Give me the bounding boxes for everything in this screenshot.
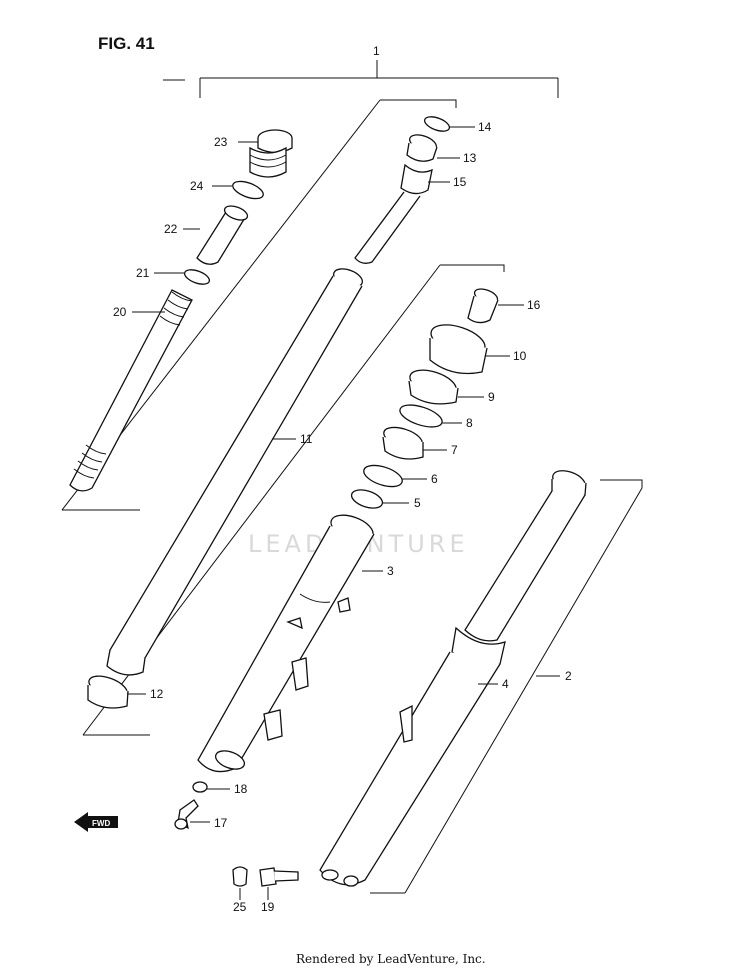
label-19: 19	[261, 900, 275, 914]
part-labels: 1 2 3 4 5 6 7 8 9 10 11 12 13 14 15 16 1…	[113, 44, 572, 914]
label-14: 14	[478, 120, 492, 134]
label-23: 23	[214, 135, 228, 149]
label-8: 8	[466, 416, 473, 430]
label-20: 20	[113, 305, 127, 319]
label-15: 15	[453, 175, 467, 189]
washer-21	[183, 269, 211, 285]
assembly-bracket	[163, 60, 559, 98]
cap-16	[467, 288, 499, 324]
label-3: 3	[387, 564, 394, 578]
oil-seal-9	[408, 369, 459, 405]
allen-bolt-19	[259, 867, 299, 887]
label-2: 2	[565, 669, 572, 683]
bolt-17	[174, 799, 199, 830]
figure-title: FIG. 41	[98, 34, 155, 53]
footer-credit: Rendered by LeadVenture, Inc.	[296, 952, 486, 966]
ring-5	[350, 489, 384, 509]
bushing-7	[382, 426, 424, 460]
damper-rod-15	[354, 163, 433, 264]
seal-13	[406, 134, 438, 162]
spacer-tube-22	[196, 205, 249, 265]
outer-tube-4	[319, 470, 587, 887]
o-ring-24	[232, 180, 264, 200]
label-22: 22	[164, 222, 178, 236]
label-16: 16	[527, 298, 541, 312]
fwd-label: FWD	[92, 819, 110, 828]
label-10: 10	[513, 349, 527, 363]
fork-spring-20	[69, 289, 193, 492]
outer-tube-3	[197, 514, 375, 773]
label-17: 17	[214, 816, 228, 830]
label-21: 21	[136, 266, 150, 280]
label-24: 24	[190, 179, 204, 193]
retainer-8	[399, 404, 443, 428]
label-9: 9	[488, 390, 495, 404]
label-13: 13	[463, 151, 477, 165]
forward-direction-icon: FWD	[74, 812, 118, 832]
label-18: 18	[234, 782, 248, 796]
washer-18	[192, 781, 208, 793]
ring-14	[423, 116, 451, 132]
cap-bolt-23	[249, 129, 293, 178]
bushing-12	[87, 675, 129, 709]
label-6: 6	[431, 472, 438, 486]
washer-6	[363, 464, 403, 488]
label-12: 12	[150, 687, 164, 701]
group-outline-right	[370, 479, 643, 894]
label-5: 5	[414, 496, 421, 510]
label-7: 7	[451, 443, 458, 457]
label-1: 1	[373, 44, 380, 58]
label-4: 4	[502, 677, 509, 691]
cap-nut-25	[232, 866, 248, 887]
label-25: 25	[233, 900, 247, 914]
leader-lines	[127, 126, 560, 900]
dust-seal-10	[429, 324, 488, 375]
label-11: 11	[300, 432, 313, 446]
inner-tube-11	[106, 268, 364, 676]
